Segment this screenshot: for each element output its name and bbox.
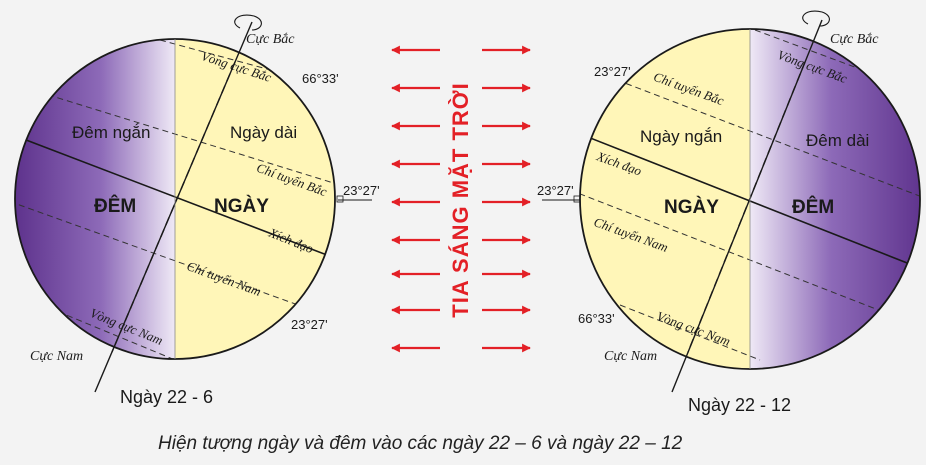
right-date-label: Ngày 22 - 12 — [688, 395, 792, 415]
left-date-label: Ngày 22 - 6 — [120, 387, 214, 407]
right-south-pole-label: Cực Nam — [604, 349, 658, 364]
right-angle-antarctic: 66°33' — [578, 311, 615, 326]
left-north-pole-label: Cực Bắc — [246, 32, 295, 47]
figure-caption: Hiện tượng ngày và đêm vào các ngày 22 –… — [158, 433, 683, 454]
sun-rays — [391, 45, 531, 353]
left-antarctic-line — [29, 299, 181, 359]
left-long-day: Ngày dài — [230, 123, 298, 142]
left-short-night: Đêm ngắn — [72, 123, 151, 142]
right-angle-tropic-mid: 23°27' — [537, 183, 574, 198]
right-long-night: Đêm dài — [806, 131, 870, 150]
left-angle-arctic: 66°33' — [302, 71, 339, 86]
right-antarctic-line — [619, 304, 761, 361]
left-night-label: ĐÊM — [94, 196, 137, 217]
rays-label: TIA SÁNG MẶT TRỜI — [448, 82, 473, 318]
left-rotation-arrow — [234, 14, 262, 31]
right-north-pole-label: Cực Bắc — [830, 32, 879, 47]
left-day-label: NGÀY — [214, 196, 269, 217]
left-angle-tropic-bottom: 23°27' — [291, 317, 328, 332]
right-rotation-arrow — [802, 10, 830, 27]
right-short-day: Ngày ngắn — [640, 127, 723, 146]
right-axis-inner — [687, 61, 806, 353]
right-day-label: NGÀY — [664, 197, 719, 218]
right-night-label: ĐÊM — [792, 197, 835, 218]
left-angle-tropic-top: 23°27' — [343, 183, 380, 198]
left-equator-line — [15, 129, 335, 261]
left-south-pole-label: Cực Nam — [30, 349, 84, 364]
left-axis-inner — [111, 61, 236, 353]
left-tropic-capricorn-line — [15, 197, 335, 321]
right-angle-tropic-top: 23°27' — [594, 64, 631, 79]
